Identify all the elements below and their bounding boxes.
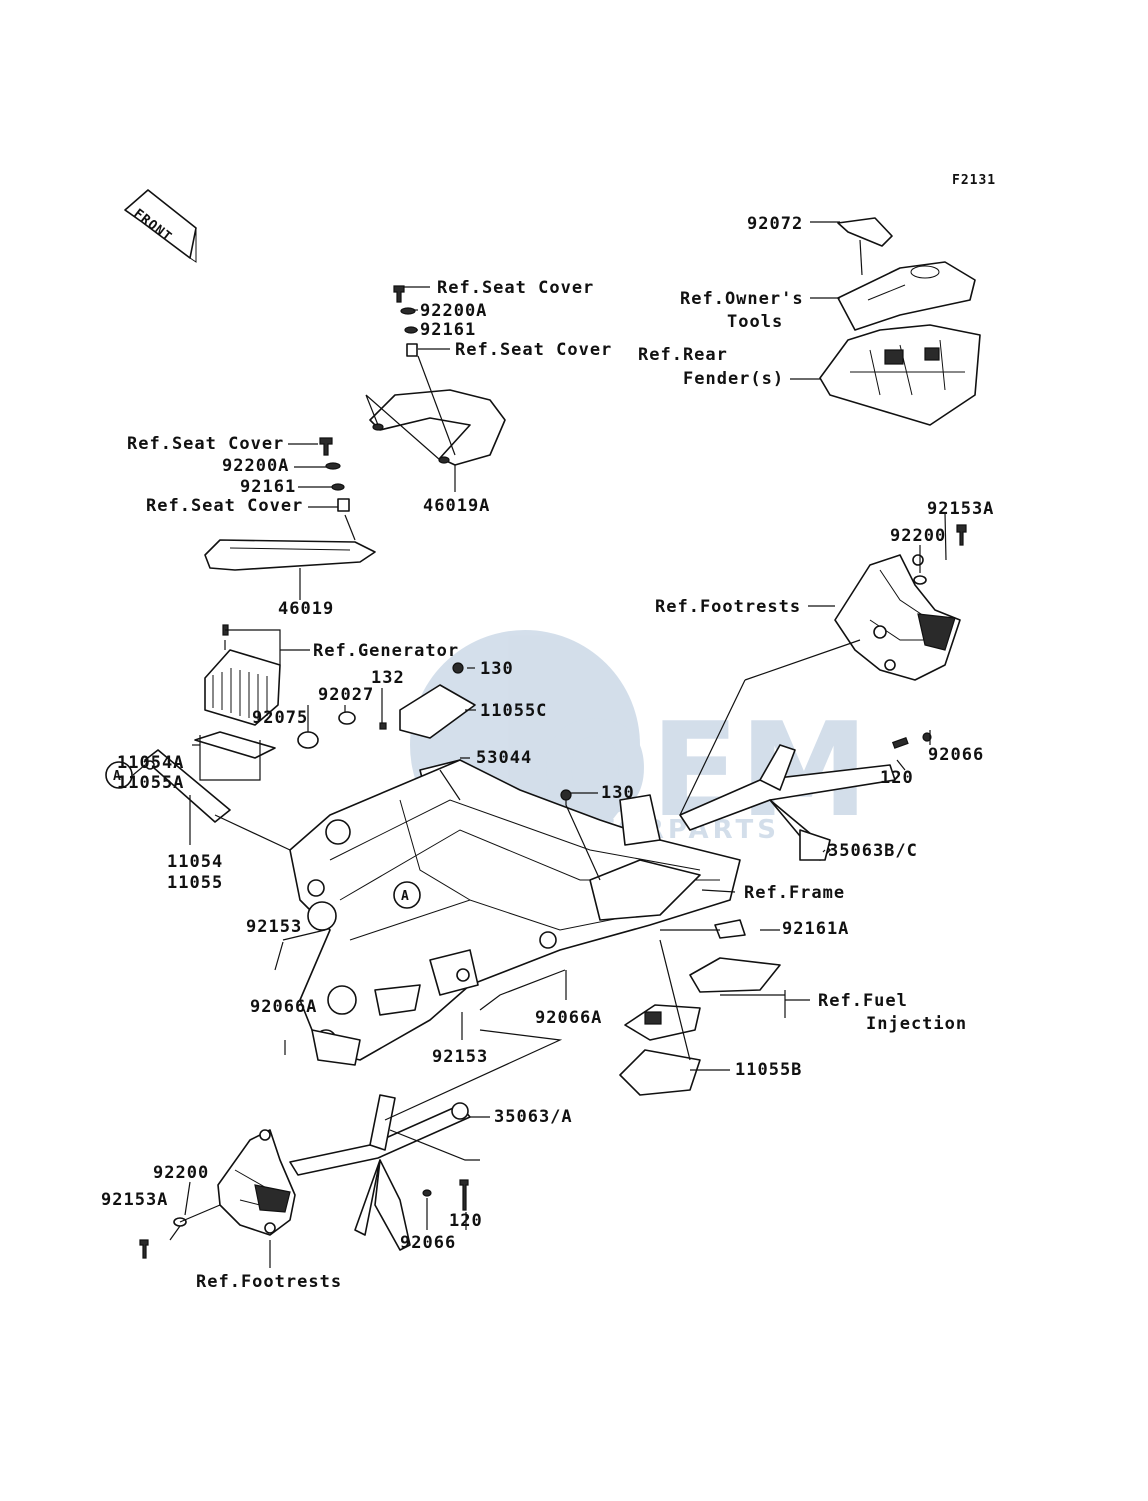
label-92200-left: 92200 xyxy=(153,1163,209,1183)
label-ref-footrests-right: Ref.Footrests xyxy=(655,597,801,617)
label-46019A: 46019A xyxy=(423,496,490,516)
main-frame xyxy=(289,759,741,1066)
stand-right xyxy=(679,732,932,861)
label-130-mid: 130 xyxy=(601,783,635,803)
fuel-injection-ecu xyxy=(624,919,781,1041)
label-120-left: 120 xyxy=(449,1211,483,1231)
label-53044: 53044 xyxy=(476,748,532,768)
figure-code: F2131 xyxy=(952,173,996,188)
label-ref-seat-cover-a: Ref.Seat Cover xyxy=(437,278,594,298)
label-46019: 46019 xyxy=(278,599,334,619)
label-120-right: 120 xyxy=(880,768,914,788)
label-ref-rear-fender-2: Fender(s) xyxy=(683,369,784,389)
svg-text:A: A xyxy=(113,769,122,784)
front-arrow-icon: FRONT xyxy=(124,189,197,263)
label-92072: 92072 xyxy=(747,214,803,234)
tool-cover xyxy=(837,261,976,331)
label-11055C: 11055C xyxy=(480,701,547,721)
label-11054: 11054 xyxy=(167,852,223,872)
label-92153A-right: 92153A xyxy=(927,499,994,519)
label-ref-seat-cover-c: Ref.Seat Cover xyxy=(127,434,284,454)
label-ref-frame: Ref.Frame xyxy=(744,883,845,903)
label-ref-rear-fender-1: Ref.Rear xyxy=(638,345,728,365)
label-11054A: 11054A xyxy=(117,753,184,773)
label-92161A: 92161A xyxy=(782,919,849,939)
bracket-11054A xyxy=(144,731,276,823)
label-injection: Injection xyxy=(866,1014,967,1034)
circle-a-marker-frame: A xyxy=(393,881,421,909)
label-ref-generator: Ref.Generator xyxy=(313,641,459,661)
label-92153-left: 92153 xyxy=(246,917,302,937)
grab-rail-46019 xyxy=(204,539,376,571)
tool-strap-92072 xyxy=(837,217,893,247)
label-ref-seat-cover-b: Ref.Seat Cover xyxy=(455,340,612,360)
label-92027: 92027 xyxy=(318,685,374,705)
label-11055B: 11055B xyxy=(735,1060,802,1080)
label-92153A-left: 92153A xyxy=(101,1190,168,1210)
rear-fender xyxy=(819,324,981,426)
label-130-top: 130 xyxy=(480,659,514,679)
label-132: 132 xyxy=(371,668,405,688)
label-35063A: 35063/A xyxy=(494,1107,573,1127)
grommets xyxy=(297,711,387,749)
label-92161-left: 92161 xyxy=(240,477,296,497)
label-92075: 92075 xyxy=(252,708,308,728)
grab-rail-46019A xyxy=(369,389,506,466)
label-ref-footrests-left: Ref.Footrests xyxy=(196,1272,342,1292)
label-92200A-top: 92200A xyxy=(420,301,487,321)
seat-hardware-top xyxy=(393,285,418,357)
leader-lines xyxy=(132,221,947,1268)
label-ref-seat-cover-d: Ref.Seat Cover xyxy=(146,496,303,516)
footrest-bracket-left xyxy=(139,1129,469,1259)
label-92153-mid: 92153 xyxy=(432,1047,488,1067)
label-92200-right: 92200 xyxy=(890,526,946,546)
callout-labels: 92072 Ref.Owner's Tools Ref.Rear Fender(… xyxy=(101,214,994,1292)
svg-text:A: A xyxy=(401,889,410,904)
footrest-bracket-right xyxy=(834,524,967,681)
label-92200A-left: 92200A xyxy=(222,456,289,476)
stand-left xyxy=(289,1094,471,1251)
label-ref-owners-tools-1: Ref.Owner's xyxy=(680,289,804,309)
label-35063BC: 35063B/C xyxy=(828,841,918,861)
circle-a-marker-left: A xyxy=(105,761,133,789)
label-ref-owners-tools-2: Tools xyxy=(727,312,783,332)
label-11055A: 11055A xyxy=(117,773,184,793)
seat-hardware-left xyxy=(319,437,350,512)
label-92066A-mid: 92066A xyxy=(535,1008,602,1028)
bracket-11055B xyxy=(619,1049,701,1096)
label-11055: 11055 xyxy=(167,873,223,893)
label-92066A-left: 92066A xyxy=(250,997,317,1017)
label-ref-fuel: Ref.Fuel xyxy=(818,991,908,1011)
label-92161-top: 92161 xyxy=(420,320,476,340)
label-92066-right: 92066 xyxy=(928,745,984,765)
label-92066-left: 92066 xyxy=(400,1233,456,1253)
